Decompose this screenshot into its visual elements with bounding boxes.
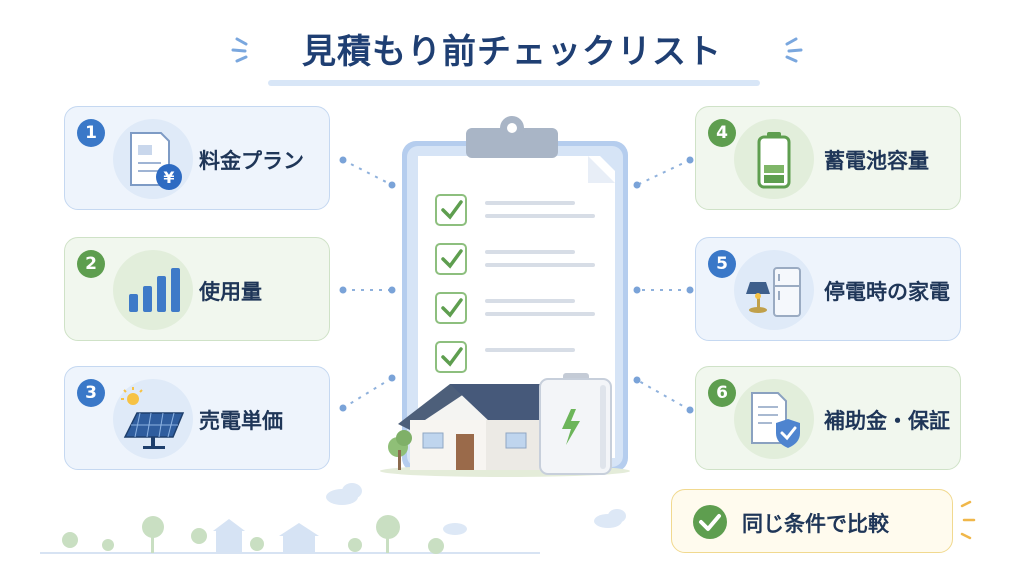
checklist-card-1[interactable]: 1 ¥ 料金プラン <box>64 106 330 210</box>
card-label: 蓄電池容量 <box>824 149 929 173</box>
page-title: 見積もり前チェックリスト <box>302 32 722 72</box>
home-battery-icon <box>539 373 612 475</box>
step-number-badge: 1 <box>77 119 105 147</box>
compare-note-label: 同じ条件で比較 <box>742 512 889 536</box>
tree-icon <box>62 515 444 554</box>
svg-text:¥: ¥ <box>163 168 174 187</box>
checklist-card-4[interactable]: 4 蓄電池容量 <box>695 106 961 210</box>
card-label: 料金プラン <box>199 149 304 173</box>
check-circle-icon <box>693 505 727 539</box>
small-house-icon <box>213 519 319 553</box>
checklist-card-5[interactable]: 5 停電時の家電 <box>695 237 961 341</box>
checklist-rows <box>435 194 595 373</box>
checklist-card-6[interactable]: 6 補助金・保証 <box>695 366 961 470</box>
battery-icon <box>757 132 791 189</box>
card-label: 停電時の家電 <box>824 280 950 304</box>
step-number-badge: 2 <box>77 250 105 278</box>
bill-yen-icon: ¥ <box>130 132 182 190</box>
step-number-badge: 3 <box>77 379 105 407</box>
compare-note: 同じ条件で比較 <box>671 489 953 553</box>
step-number-badge: 4 <box>708 119 736 147</box>
card-label: 売電単価 <box>199 409 283 433</box>
checklist-card-2[interactable]: 2 使用量 <box>64 237 330 341</box>
connector-lines <box>342 159 691 411</box>
lamp-fridge-icon <box>746 267 801 317</box>
document-shield-icon <box>751 392 800 448</box>
step-number-badge: 5 <box>708 250 736 278</box>
title-underline <box>268 80 760 86</box>
cloud-icon <box>326 483 626 535</box>
card-label: 使用量 <box>199 280 262 304</box>
step-number-badge: 6 <box>708 379 736 407</box>
bar-chart-icon <box>129 268 180 312</box>
checklist-card-3[interactable]: 3 売電単価 <box>64 366 330 470</box>
card-label: 補助金・保証 <box>824 409 950 433</box>
solar-panel-icon <box>121 387 185 449</box>
